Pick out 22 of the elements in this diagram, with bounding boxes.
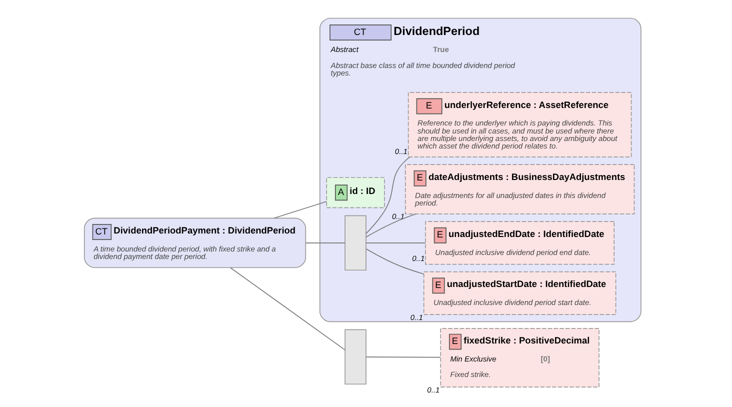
- connector: [366, 156, 410, 234]
- connector: [366, 214, 416, 238]
- connector: [366, 248, 424, 274]
- connector: [274, 201, 327, 219]
- connector: [366, 356, 441, 358]
- node-box: [344, 329, 366, 385]
- node-box: E underlyerReference : AssetReference Reference to the underlyer which is paying dividends. This should be used in all cases, and must be used where there are multiple underlying assets, to avoid any ambiguity about which asset the dividend period relates to.: [408, 92, 632, 158]
- node-label: 0..1: [392, 212, 405, 222]
- connector: [305, 242, 346, 244]
- node-box: CT DividendPeriodPayment : DividendPeriod A time bounded dividend period, with fixed strike and a dividend payment date per period.: [84, 218, 306, 268]
- node-label: 0..1: [394, 146, 408, 156]
- node-label: 0..1: [412, 254, 425, 264]
- connector: [230, 267, 346, 350]
- node-box: E unadjustedEndDate : IdentifiedDate Unadjusted inclusive dividend period end date.: [425, 221, 615, 265]
- node-box: E fixedStrike : PositiveDecimal Min Exclusive [0] Fixed strike.: [440, 328, 600, 388]
- node-box: E unadjustedStartDate : IdentifiedDate Unadjusted inclusive dividend period start date.: [423, 271, 616, 315]
- node-box: A id : ID: [326, 177, 385, 208]
- node-label: 0..1: [427, 385, 440, 394]
- connector: [366, 242, 426, 244]
- node-box: [344, 215, 366, 271]
- node-box: E dateAdjustments : BusinessDayAdjustments Date adjustments for all unadjusted dates in this dividend period.: [404, 164, 635, 214]
- node-label: 0..1: [410, 312, 423, 322]
